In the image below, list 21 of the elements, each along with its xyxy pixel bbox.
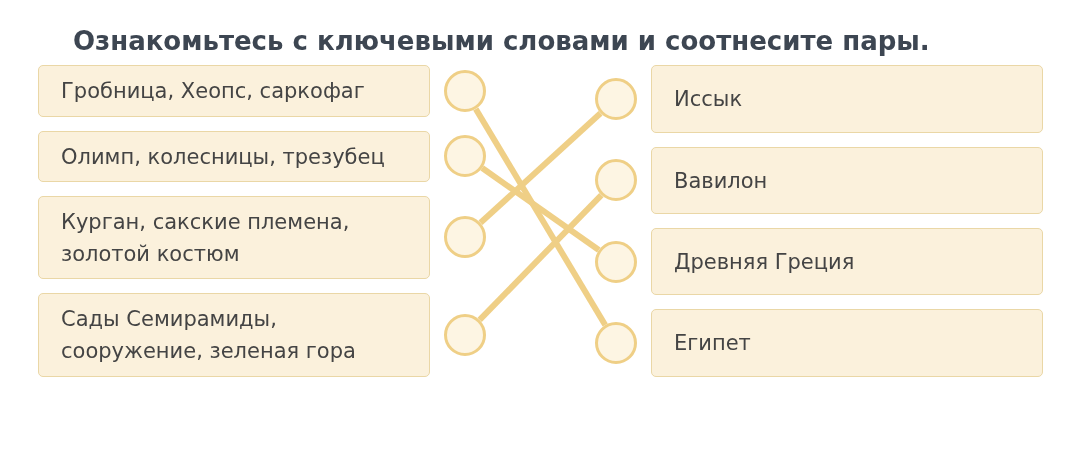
connector-circle [595, 322, 637, 364]
connector-line [477, 192, 604, 323]
connector-line [478, 110, 603, 226]
answer-card: Курган, сакские племена, золотой костюм [38, 196, 430, 279]
title: Ознакомьтесь с ключевыми словами и соотнесите пары. [73, 26, 930, 56]
answer-card: Иссык [651, 65, 1043, 133]
connector-line [473, 107, 608, 327]
connector-circle [595, 159, 637, 201]
connector-circle [444, 70, 486, 112]
answer-card: Сады Семирамиды, сооружение, зеленая гора [38, 293, 430, 377]
answer-card: Египет [651, 309, 1043, 377]
answer-card: Олимп, колесницы, трезубец [38, 131, 430, 182]
answer-card: Вавилон [651, 147, 1043, 214]
connector-circle [595, 78, 637, 120]
connector-circle [444, 314, 486, 356]
answer-card: Древняя Греция [651, 228, 1043, 295]
connector-circle [444, 135, 486, 177]
connector-line [480, 165, 601, 253]
answer-card: Гробница, Хеопс, саркофаг [38, 65, 430, 117]
connector-circle [595, 241, 637, 283]
connector-circle [444, 216, 486, 258]
